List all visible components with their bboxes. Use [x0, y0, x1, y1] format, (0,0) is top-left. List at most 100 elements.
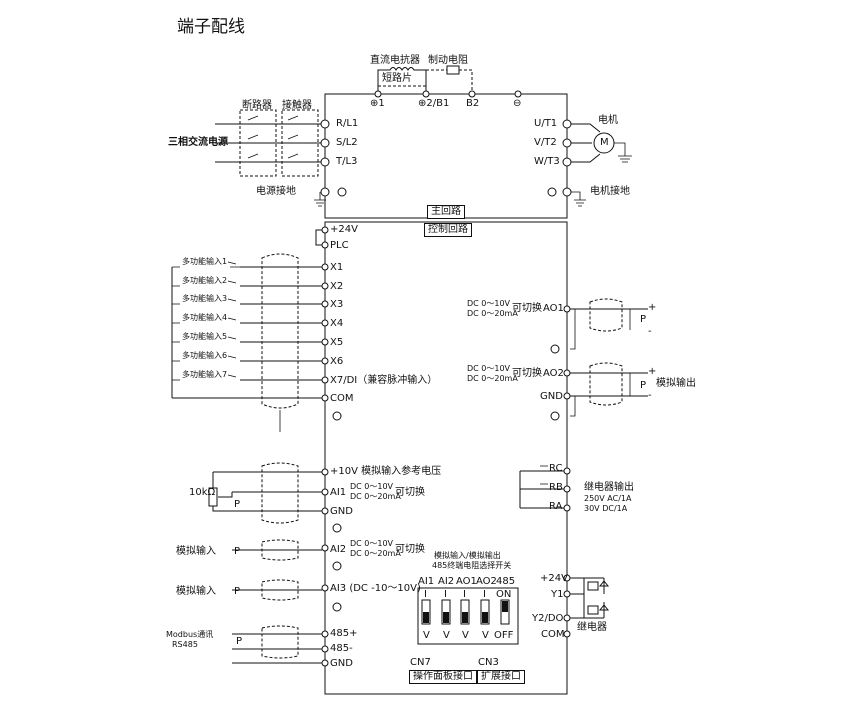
- ao1-plus: +: [648, 302, 657, 313]
- ao2-p: P: [640, 380, 647, 391]
- dip-bottom-2: V: [443, 630, 450, 641]
- dip-bottom-5: OFF: [494, 630, 514, 641]
- ao2-range-v: DC 0～10V: [467, 364, 511, 373]
- terminal-ai2: AI2: [330, 544, 347, 555]
- terminal-sl2: S/L2: [336, 137, 358, 148]
- motor-label: 电机: [598, 115, 618, 126]
- terminal-x1: X1: [330, 262, 344, 273]
- terminal-y1: Y1: [551, 589, 564, 600]
- cn3-label: CN3: [478, 657, 499, 668]
- terminal-x4: X4: [330, 318, 344, 329]
- relay-rating-ac: 250V AC/1A: [584, 494, 632, 503]
- brake-resistor-label: 制动电阻: [428, 55, 468, 66]
- cn3-port: 扩展接口: [477, 670, 525, 684]
- dip-bottom-4: V: [482, 630, 489, 641]
- control-circuit-label: 控制回路: [424, 223, 472, 237]
- ao2-range-ma: DC 0～20mA: [467, 374, 518, 383]
- rs485-label: RS485: [172, 640, 198, 649]
- ao1-minus: -: [648, 326, 652, 337]
- input-4-label: 多功能输入4: [182, 313, 228, 322]
- ai2-switchable: 可切换: [395, 544, 425, 555]
- p-label-1: P: [234, 499, 241, 510]
- terminal-plc: PLC: [330, 240, 349, 251]
- terminal-ai1: AI1: [330, 487, 347, 498]
- main-circuit-label: 主回路: [427, 205, 465, 219]
- dip-title-1: 模拟输入/模拟输出: [434, 551, 501, 560]
- ao1-switchable: 可切换: [512, 303, 542, 314]
- p-label-2: P: [234, 546, 241, 557]
- terminal-y-24v: +24V: [540, 573, 568, 584]
- analog-output-label: 模拟输出: [656, 378, 696, 389]
- analog-ref-label: +10V 模拟输入参考电压: [330, 466, 442, 477]
- terminal-vt2: V/T2: [534, 137, 557, 148]
- terminal-gnd-left: GND: [330, 506, 353, 517]
- dip-top-2: I: [444, 589, 447, 600]
- terminal-ao1: AO1: [543, 303, 564, 314]
- terminal-y2do: Y2/DO: [532, 613, 564, 624]
- ai2-range-v: DC 0～10V: [350, 539, 394, 548]
- terminal-x7: X7/DI（兼容脉冲输入）: [330, 375, 438, 386]
- ai1-range-v: DC 0～10V: [350, 482, 394, 491]
- dip-bottom-1: V: [423, 630, 430, 641]
- dip-top-3: I: [463, 589, 466, 600]
- terminal-gnd-right: GND: [540, 391, 563, 402]
- dip-label-ao1: AO1: [456, 576, 477, 587]
- terminal-x6: X6: [330, 356, 344, 367]
- dip-top-4: I: [483, 589, 486, 600]
- terminal-rb: RB: [549, 482, 563, 493]
- terminal-gnd-485: GND: [330, 658, 353, 669]
- motor-ground-label: 电机接地: [590, 186, 630, 197]
- short-piece-label: 短路片: [382, 73, 412, 84]
- terminal-x3: X3: [330, 299, 344, 310]
- dip-title-2: 485终端电阻选择开关: [432, 561, 512, 570]
- terminal-rl1: R/L1: [336, 118, 359, 129]
- terminal-com: COM: [330, 393, 354, 404]
- ai1-switchable: 可切换: [395, 487, 425, 498]
- ao2-minus: -: [648, 390, 652, 401]
- ai2-range-ma: DC 0～20mA: [350, 549, 401, 558]
- terminal-p1: ⊕1: [370, 98, 385, 109]
- cn7-port: 操作面板接口: [409, 670, 477, 684]
- terminal-y-com: COM: [541, 629, 565, 640]
- terminal-ut1: U/T1: [534, 118, 558, 129]
- dip-top-1: I: [424, 589, 427, 600]
- breaker-label: 断路器: [242, 100, 272, 111]
- terminal-ai3: AI3 (DC -10～10V): [330, 583, 421, 594]
- dip-label-485: 485: [496, 576, 516, 587]
- modbus-label: Modbus通讯: [166, 630, 214, 639]
- contactor-label: 接触器: [282, 100, 312, 111]
- ao2-switchable: 可切换: [512, 368, 542, 379]
- relay-output-label: 继电器输出: [584, 482, 634, 493]
- input-1-label: 多功能输入1: [182, 257, 228, 266]
- input-5-label: 多功能输入5: [182, 332, 228, 341]
- ao1-p: P: [640, 314, 647, 325]
- terminal-minus: ⊖: [513, 98, 522, 109]
- dip-bottom-3: V: [462, 630, 469, 641]
- terminal-24v: +24V: [330, 224, 358, 235]
- input-6-label: 多功能输入6: [182, 351, 228, 360]
- ai1-range-ma: DC 0～20mA: [350, 492, 401, 501]
- p-label-4: P: [236, 636, 243, 647]
- terminal-x5: X5: [330, 337, 344, 348]
- terminal-p2b1: ⊕2/B1: [418, 98, 450, 109]
- terminal-ao2: AO2: [543, 368, 564, 379]
- cn7-label: CN7: [410, 657, 431, 668]
- ao1-range-ma: DC 0～20mA: [467, 309, 518, 318]
- relay-rating-dc: 30V DC/1A: [584, 504, 628, 513]
- terminal-485m: 485-: [330, 643, 353, 654]
- input-7-label: 多功能输入7: [182, 370, 228, 379]
- dip-top-5: ON: [496, 589, 512, 600]
- analog-input-label-2: 模拟输入: [176, 586, 216, 597]
- terminal-x2: X2: [330, 281, 344, 292]
- terminal-rc: RC: [549, 463, 563, 474]
- dip-label-ai2: AI2: [438, 576, 455, 587]
- relay-label: 继电器: [577, 622, 607, 633]
- ao1-range-v: DC 0～10V: [467, 299, 511, 308]
- ao2-plus: +: [648, 366, 657, 377]
- terminal-ra: RA: [549, 501, 563, 512]
- dip-label-ao2: AO2: [476, 576, 497, 587]
- power-ground-label: 电源接地: [256, 186, 296, 197]
- terminal-b2: B2: [466, 98, 480, 109]
- dc-reactor-label: 直流电抗器: [370, 55, 420, 66]
